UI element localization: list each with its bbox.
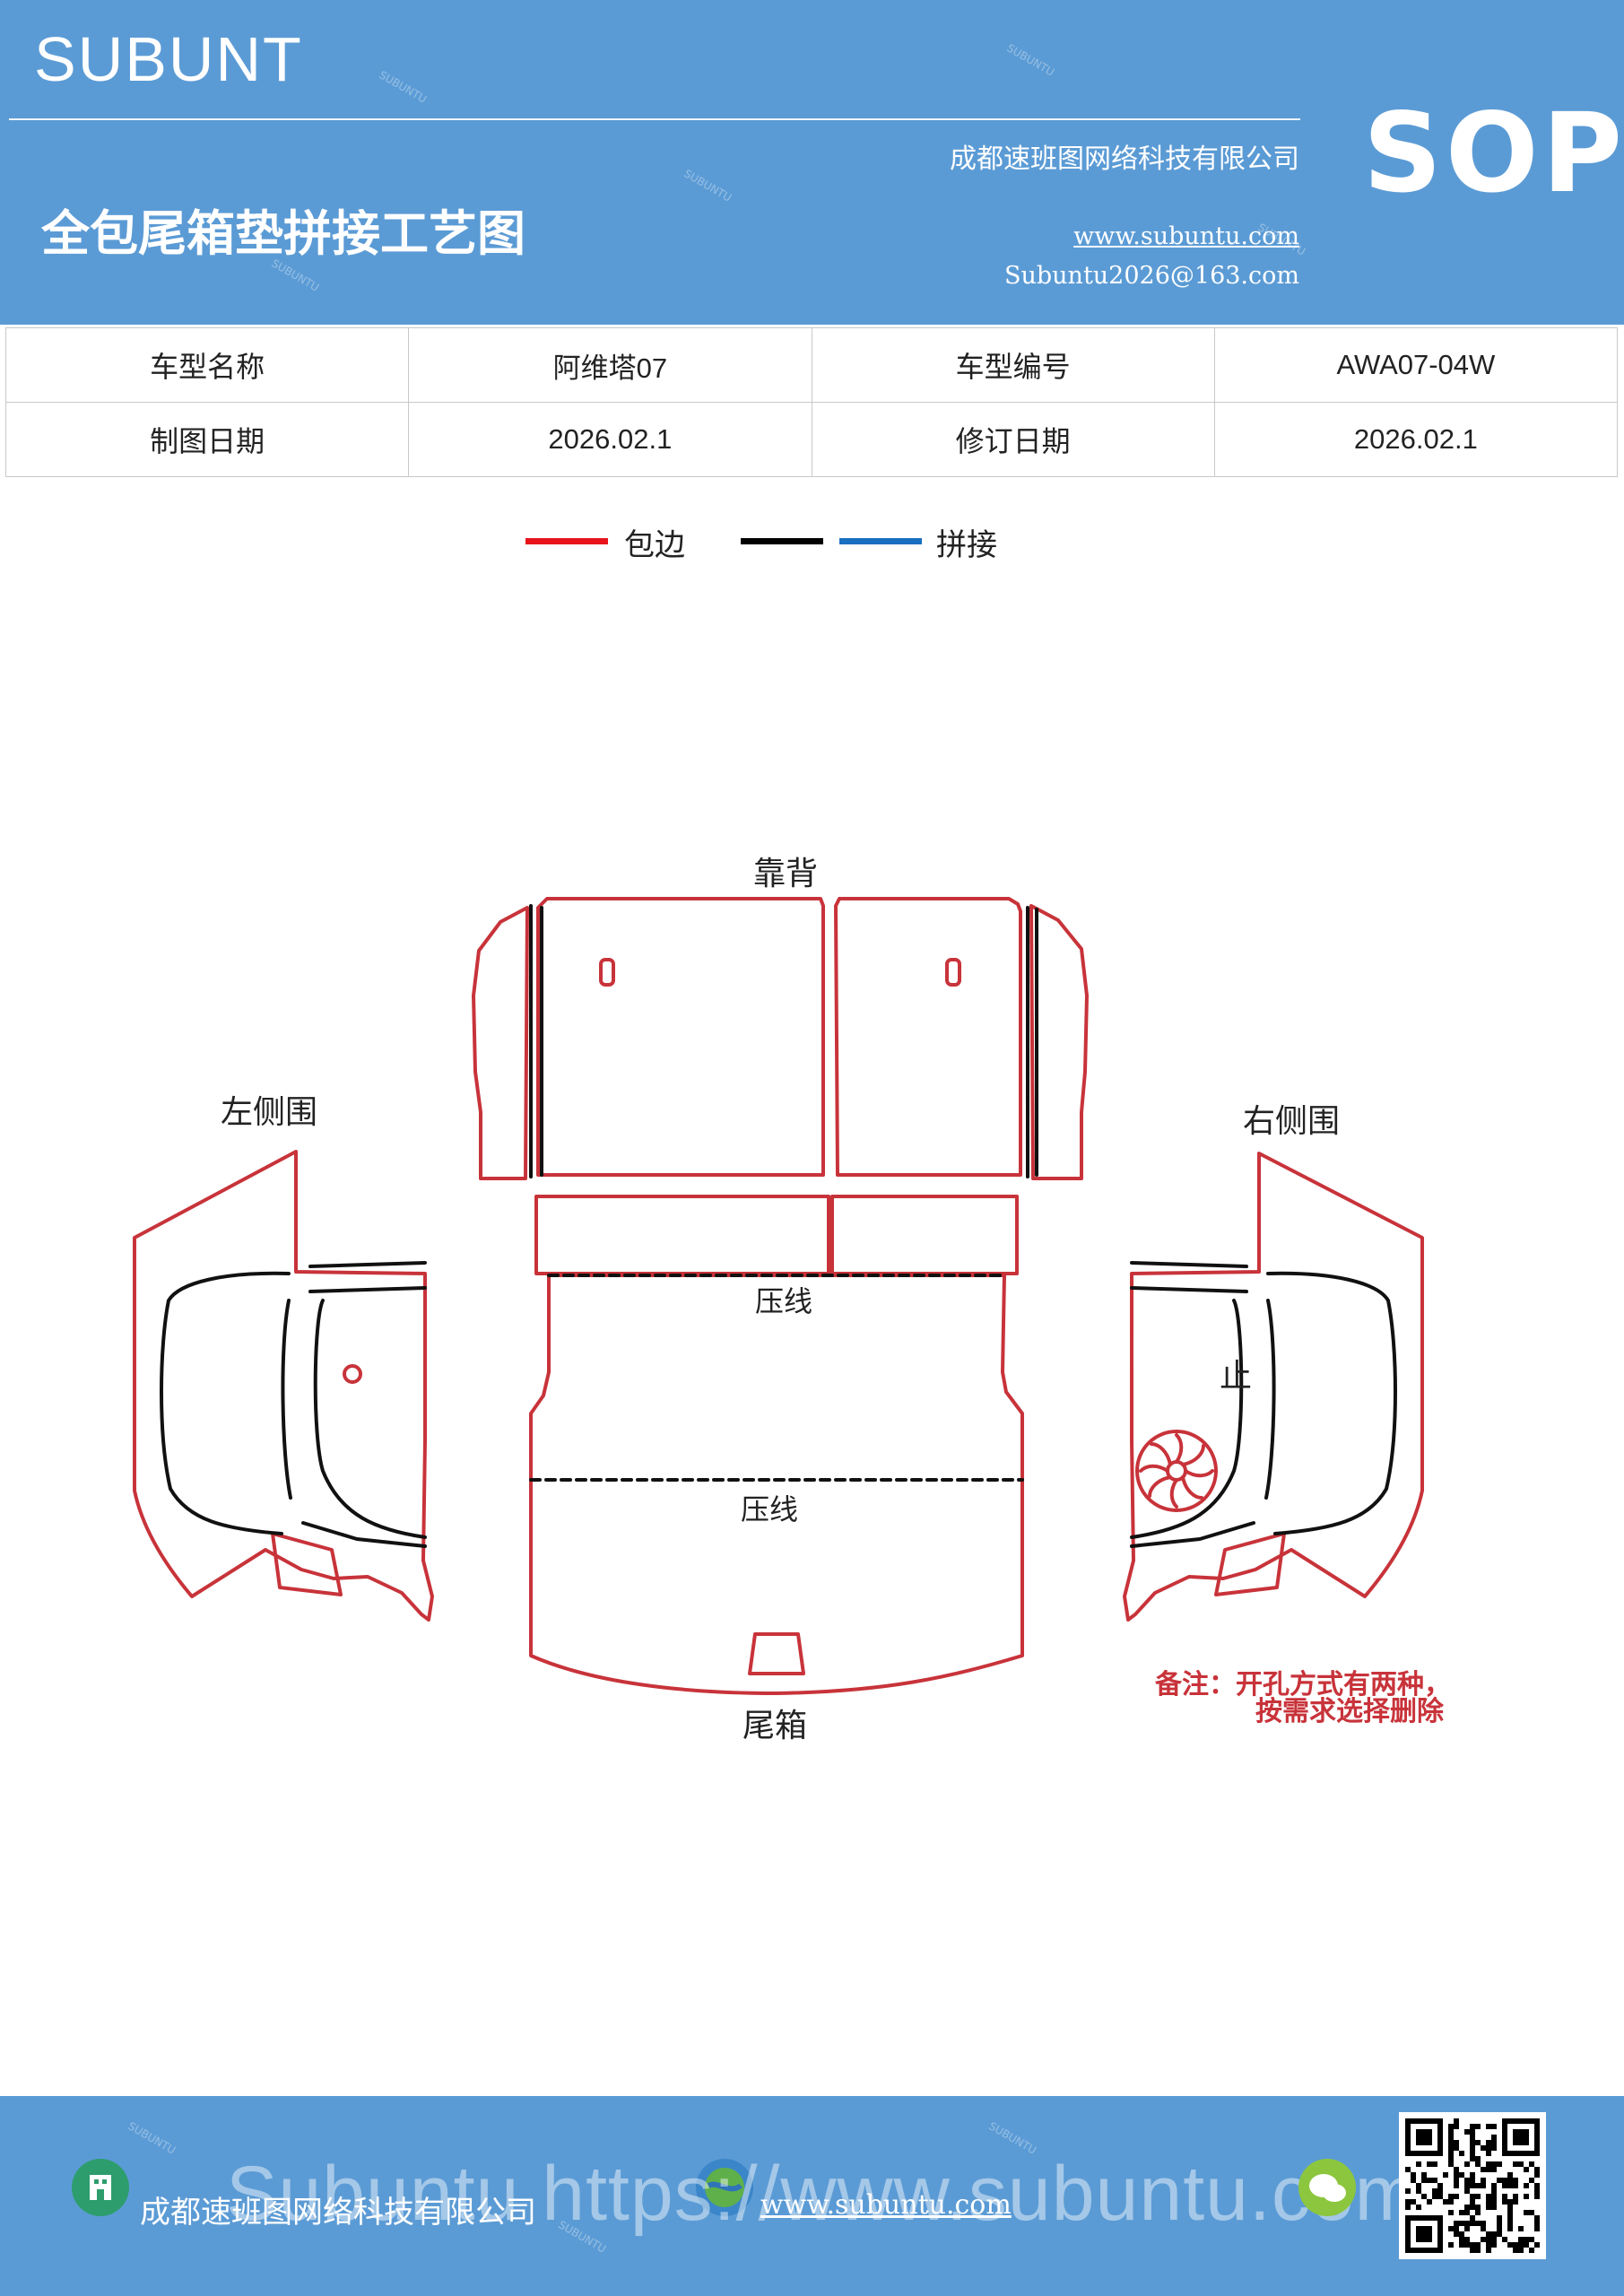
legend-label-seam: 拼接 — [936, 527, 997, 563]
connector-left — [534, 1195, 830, 1275]
note-line-2: 按需求选择删除 — [1255, 1696, 1445, 1727]
trunk-floor-panel — [529, 1274, 1024, 1695]
backrest-left-slot — [599, 958, 615, 987]
company-name: 成都速班图网络科技有限公司 — [950, 144, 1299, 175]
connector-right — [830, 1195, 1019, 1275]
backrest-left-panel — [536, 897, 825, 1177]
seam-left-side-lower — [301, 1521, 427, 1548]
seam-left-side-strip — [281, 1299, 292, 1500]
qr-code[interactable] — [1399, 2112, 1546, 2259]
label-revision-date: 修订日期 — [811, 402, 1215, 477]
label-right-side: 右侧围 — [1243, 1103, 1340, 1140]
label-press-line-1: 压线 — [755, 1284, 812, 1318]
footer-banner: SUBUNTU SUBUNTU SUBUNTU 成都速班图网络科技有限公司 ww… — [0, 2096, 1624, 2296]
backrest-right-panel — [834, 897, 1022, 1177]
watermark: SUBUNTU — [126, 2119, 178, 2157]
backrest-right-slot — [945, 958, 961, 987]
table-row: 制图日期 2026.02.1 修订日期 2026.02.1 — [4, 402, 1619, 477]
website-link[interactable]: www.subuntu.com — [1073, 222, 1299, 250]
seam-right-side-lower — [1130, 1521, 1255, 1548]
footer-website[interactable]: www.subuntu.com — [760, 2189, 1012, 2221]
note-line-1: 备注：开孔方式有两种， — [1155, 1669, 1451, 1700]
legend-swatch-seam — [839, 538, 922, 544]
header-divider — [9, 118, 1300, 120]
seam-right-side-arch-top — [1130, 1261, 1248, 1293]
footer-watermark-text: Subuntu https://www.subuntu.com — [226, 2151, 1420, 2237]
legend: 包边 拼接 — [0, 520, 1624, 574]
document-title: 全包尾箱垫拼接工艺图 — [41, 204, 525, 262]
globe-icon — [696, 2159, 753, 2216]
sop-badge: SOP — [1363, 90, 1624, 217]
fan-vent-icon — [1135, 1430, 1218, 1512]
legend-label-edge: 包边 — [624, 527, 685, 563]
left-side-panel — [133, 1150, 434, 1622]
email-address[interactable]: Subuntu2026@163.com — [1004, 262, 1299, 290]
label-model-code: 车型编号 — [811, 327, 1215, 403]
table-row: 车型名称 阿维塔07 车型编号 AWA07-04W — [4, 327, 1619, 403]
value-draw-date: 2026.02.1 — [408, 402, 812, 477]
header-banner: SUBUNTU SUBUNTU SUBUNTU SUBUNTU SUBUNTU … — [0, 0, 1624, 325]
seam-right-side-window — [1130, 1299, 1244, 1539]
label-draw-date: 制图日期 — [4, 402, 410, 477]
brand-name: SUBUNT — [34, 24, 303, 94]
label-press-line-2: 压线 — [741, 1492, 798, 1526]
label-left-side: 左侧围 — [221, 1094, 317, 1131]
label-backrest: 靠背 — [753, 856, 818, 892]
seam-left-side-window — [313, 1299, 427, 1539]
wechat-icon — [1298, 2159, 1356, 2216]
value-model-code: AWA07-04W — [1213, 327, 1619, 403]
left-side-hole — [343, 1364, 362, 1384]
label-right-mark: 止 — [1220, 1358, 1252, 1395]
qr-code-image — [1405, 2118, 1540, 2253]
legend-swatch-edge — [525, 538, 608, 544]
right-side-tab — [1214, 1532, 1286, 1596]
trunk-handle — [748, 1632, 805, 1675]
label-model-name: 车型名称 — [4, 327, 410, 403]
right-side-panel — [1123, 1152, 1424, 1622]
legend-swatch-black — [741, 538, 823, 544]
label-trunk: 尾箱 — [743, 1708, 807, 1744]
value-revision-date: 2026.02.1 — [1213, 402, 1619, 477]
seam-left-side-outer — [160, 1271, 291, 1535]
backrest-left-side-panel — [472, 906, 529, 1180]
seam-left-side-arch-top — [308, 1261, 427, 1293]
footer-company: 成都速班图网络科技有限公司 — [140, 2195, 536, 2231]
building-icon — [72, 2159, 129, 2216]
seam-right-side-strip — [1264, 1299, 1276, 1500]
backrest-right-side-panel — [1029, 904, 1089, 1180]
left-side-tab — [271, 1532, 343, 1596]
seam-right-side-outer — [1266, 1271, 1397, 1535]
value-model-name: 阿维塔07 — [408, 327, 812, 403]
vehicle-info-table: 车型名称 阿维塔07 车型编号 AWA07-04W 制图日期 2026.02.1… — [4, 327, 1619, 477]
